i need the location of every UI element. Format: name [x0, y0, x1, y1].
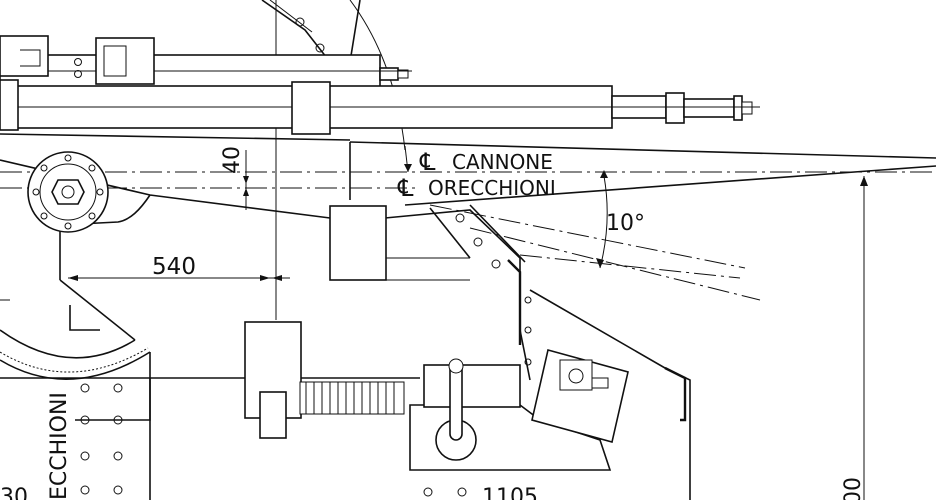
elevation-lines: [429, 204, 761, 301]
cl-orecchioni-label: ORECCHIONI: [428, 176, 556, 200]
trunnion-block: [329, 205, 470, 281]
handwheel-assembly: [409, 349, 629, 471]
dim-40-label: 40: [220, 146, 245, 174]
cl-cannone-label: CANNONE: [452, 150, 553, 174]
dimension-right: [860, 176, 868, 500]
recoil-cylinder: [0, 35, 412, 88]
pivot-hub: [27, 151, 109, 233]
gun-barrel: [0, 79, 760, 135]
vertical-orecchioni-label: ECCHIONI: [47, 392, 72, 500]
dimension-40: [243, 150, 249, 210]
lower-base: [0, 352, 467, 500]
dim-10deg-label: 10°: [606, 211, 645, 236]
dim-1105-label: 1105: [482, 485, 538, 500]
cl-symbol-cannone: ℄: [419, 148, 436, 176]
elevating-gear-arc: [0, 279, 151, 380]
dim-left-partial-label: 30: [0, 485, 28, 500]
dim-540-label: 540: [152, 254, 196, 280]
cl-symbol-orecchioni: ℄: [397, 174, 414, 202]
centerline-arrow: [404, 145, 412, 173]
upper-bracket: [261, 0, 361, 320]
elevating-column: [244, 321, 405, 439]
dimension-10deg: [596, 170, 608, 269]
dim-right-label: 00: [841, 477, 866, 500]
dimension-540: [68, 275, 290, 281]
